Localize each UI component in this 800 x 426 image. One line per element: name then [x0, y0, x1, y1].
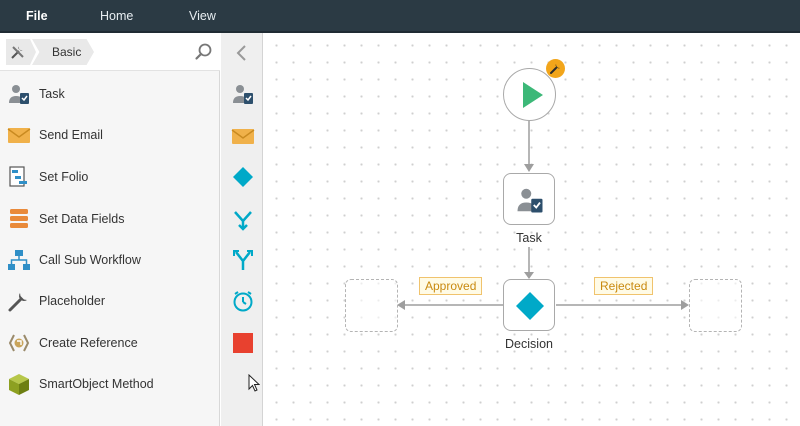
tool-set-folio[interactable]: Set Folio: [0, 157, 219, 197]
task-node-label: Task: [516, 231, 542, 245]
menu-view[interactable]: View: [189, 9, 216, 23]
menu-file[interactable]: File: [26, 9, 48, 23]
tool-send-email[interactable]: Send Email: [0, 115, 219, 155]
merge-icon[interactable]: [231, 207, 255, 231]
connector-arrowhead: [397, 300, 405, 310]
sub-workflow-icon: [8, 250, 30, 270]
connector-arrowhead: [524, 164, 534, 172]
connector-arrowhead: [681, 300, 689, 310]
search-icon[interactable]: [194, 42, 214, 62]
tool-call-sub-workflow[interactable]: Call Sub Workflow: [0, 240, 219, 280]
mouse-cursor-icon: [248, 374, 260, 392]
rejected-line-label[interactable]: Rejected: [594, 277, 654, 295]
smartobject-cube-icon: [9, 374, 29, 395]
tool-placeholder[interactable]: Placeholder: [0, 281, 219, 321]
decision-diamond-icon[interactable]: [231, 165, 255, 189]
user-task-icon: [9, 85, 29, 104]
tool-label: Set Folio: [39, 170, 89, 184]
envelope-icon: [7, 128, 31, 143]
wrench-icon: [550, 64, 560, 74]
tool-set-data-fields[interactable]: Set Data Fields: [0, 199, 219, 239]
user-task-icon: [517, 188, 543, 213]
task-node[interactable]: [503, 173, 555, 225]
breadcrumb-basic[interactable]: [32, 39, 94, 65]
tool-label: Set Data Fields: [39, 212, 125, 226]
chevron-left-icon[interactable]: [233, 43, 251, 63]
workflow-canvas[interactable]: Task Decision Approved Rejected: [264, 33, 800, 426]
start-node[interactable]: [503, 68, 556, 121]
rejected-drop-placeholder[interactable]: [689, 279, 742, 332]
tool-label: Create Reference: [39, 336, 138, 350]
envelope-icon[interactable]: [231, 124, 255, 148]
tool-smartobject-method[interactable]: SmartObject Method: [0, 364, 219, 404]
split-icon[interactable]: [231, 248, 255, 272]
tool-create-reference[interactable]: Create Reference: [0, 323, 219, 363]
play-icon: [523, 82, 543, 108]
decision-node-label: Decision: [505, 337, 553, 351]
toolbox-panel: Basic Task Send Email Set Folio: [0, 33, 220, 426]
user-task-icon[interactable]: [231, 82, 255, 106]
tool-label: Task: [39, 87, 65, 101]
approved-drop-placeholder[interactable]: [345, 279, 398, 332]
timer-icon[interactable]: [231, 289, 255, 313]
approved-line-label[interactable]: Approved: [419, 277, 483, 295]
breadcrumb-label: Basic: [52, 45, 82, 59]
decision-node[interactable]: [503, 279, 555, 331]
menu-bar: File Home View: [0, 0, 800, 33]
start-settings-badge[interactable]: [546, 59, 565, 78]
reference-icon: [8, 334, 30, 352]
tool-label: Placeholder: [39, 294, 106, 308]
tool-task[interactable]: Task: [0, 74, 219, 114]
toolbox-icon-strip: [221, 33, 263, 426]
decision-diamond-icon: [516, 292, 544, 320]
tool-label: Send Email: [39, 128, 103, 142]
breadcrumb: Basic: [0, 33, 220, 71]
tool-label: SmartObject Method: [39, 377, 154, 391]
stop-icon[interactable]: [231, 331, 255, 355]
wrench-icon: [8, 293, 27, 312]
connector-lines: [397, 121, 689, 310]
data-fields-icon: [10, 209, 28, 228]
tool-label: Call Sub Workflow: [39, 253, 141, 267]
folio-icon: [9, 166, 27, 187]
tools-icon[interactable]: [10, 44, 26, 60]
menu-home[interactable]: Home: [100, 9, 134, 23]
breadcrumb-home[interactable]: [6, 39, 36, 65]
connector-arrowhead: [524, 272, 534, 279]
